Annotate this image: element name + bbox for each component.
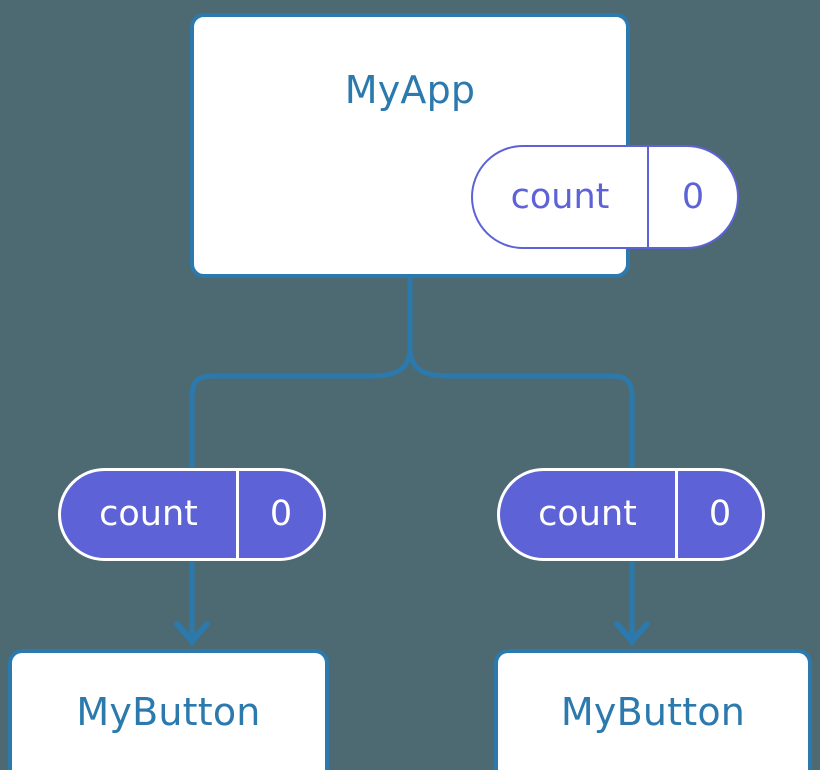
component-node-myapp[interactable]: MyApp count 0	[190, 13, 739, 278]
state-key-label: count	[510, 176, 610, 217]
branch-left-path	[189, 345, 413, 471]
props-arrow-left	[174, 561, 210, 645]
component-node-mybutton-left[interactable]: MyButton	[8, 649, 329, 770]
state-value-label: 0	[647, 147, 737, 247]
component-name-mybutton-right: MyButton	[560, 690, 746, 734]
props-arrow-right	[614, 561, 650, 645]
props-key-label: count	[538, 494, 637, 534]
props-arrow-right-head-icon	[614, 621, 650, 644]
component-name-myapp: MyApp	[344, 68, 476, 112]
props-value-label: 0	[236, 471, 323, 558]
props-value-label: 0	[675, 471, 762, 558]
branch-right-path	[407, 345, 635, 471]
props-key-label: count	[99, 494, 198, 534]
state-pill-myapp[interactable]: count 0	[471, 145, 739, 249]
props-arrow-left-head-icon	[174, 621, 210, 644]
component-node-mybutton-right[interactable]: MyButton	[494, 649, 812, 770]
component-name-mybutton-left: MyButton	[76, 690, 261, 734]
props-pill-left[interactable]: count 0	[58, 468, 326, 561]
props-pill-right[interactable]: count 0	[497, 468, 765, 561]
